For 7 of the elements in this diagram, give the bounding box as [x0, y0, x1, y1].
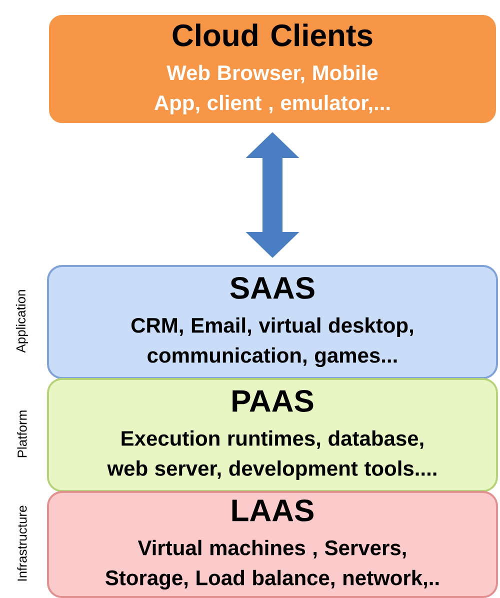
layer-box: LAAS Virtual machines , Servers, Storage, Load balance, network,..: [47, 491, 498, 598]
layer-box: SAAS CRM, Email, virtual desktop, communication, games...: [47, 265, 498, 379]
side-label: Application: [16, 290, 28, 353]
layer-box: PAAS Execution runtimes, database, web server, development tools....: [47, 378, 498, 492]
layer-box: Cloud Clients Web Browser, Mobile App, client , emulator,...: [47, 13, 498, 125]
side-label: Infrastructure: [17, 506, 27, 581]
side-label: Platform: [17, 410, 27, 458]
